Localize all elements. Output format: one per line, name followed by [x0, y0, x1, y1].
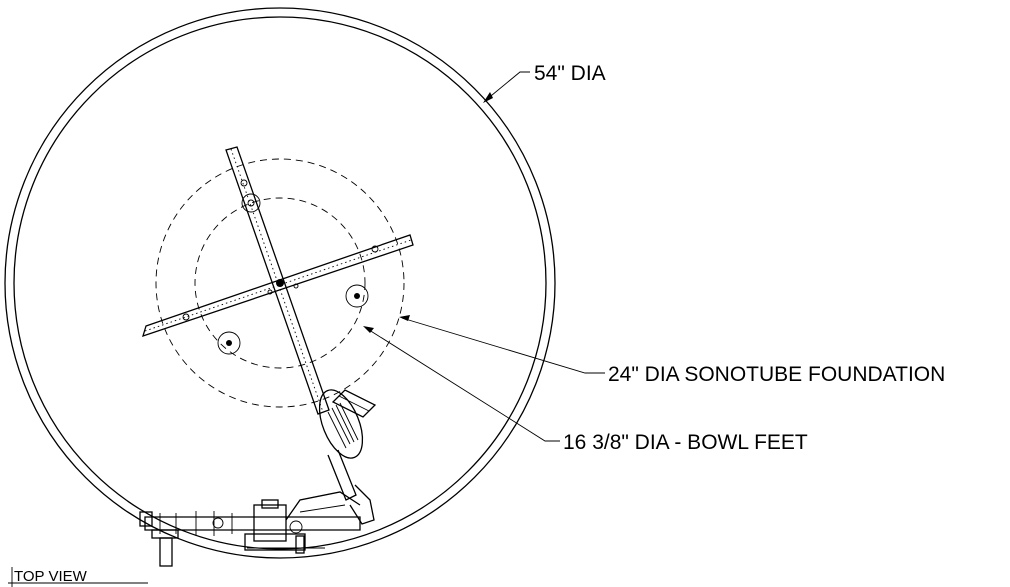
- lower-equipment-assembly: [139, 491, 361, 567]
- outer-ring-inner-circle: [13, 16, 547, 550]
- sonotube-label: 24" DIA SONOTUBE FOUNDATION: [608, 363, 945, 386]
- sonotube-foundation-circle: [155, 158, 405, 408]
- view-title: TOP VIEW: [14, 568, 88, 585]
- outer-dia-label: 54" DIA: [534, 62, 606, 85]
- bowl-feet-label: 16 3/8" DIA - BOWL FEET: [563, 431, 808, 454]
- bowl-foot-right: [345, 284, 369, 308]
- outer-ring-outer-circle: [4, 7, 556, 559]
- leader-bowl-feet: [363, 326, 560, 442]
- leader-sonotube: [399, 315, 605, 374]
- cable-bundle: [318, 389, 377, 525]
- bowl-feet-circle: [194, 197, 366, 369]
- center-hub: [276, 279, 284, 287]
- leader-outer-dia: [483, 71, 530, 103]
- cross-arm-long: [225, 146, 330, 415]
- bowl-foot-left: [217, 331, 241, 355]
